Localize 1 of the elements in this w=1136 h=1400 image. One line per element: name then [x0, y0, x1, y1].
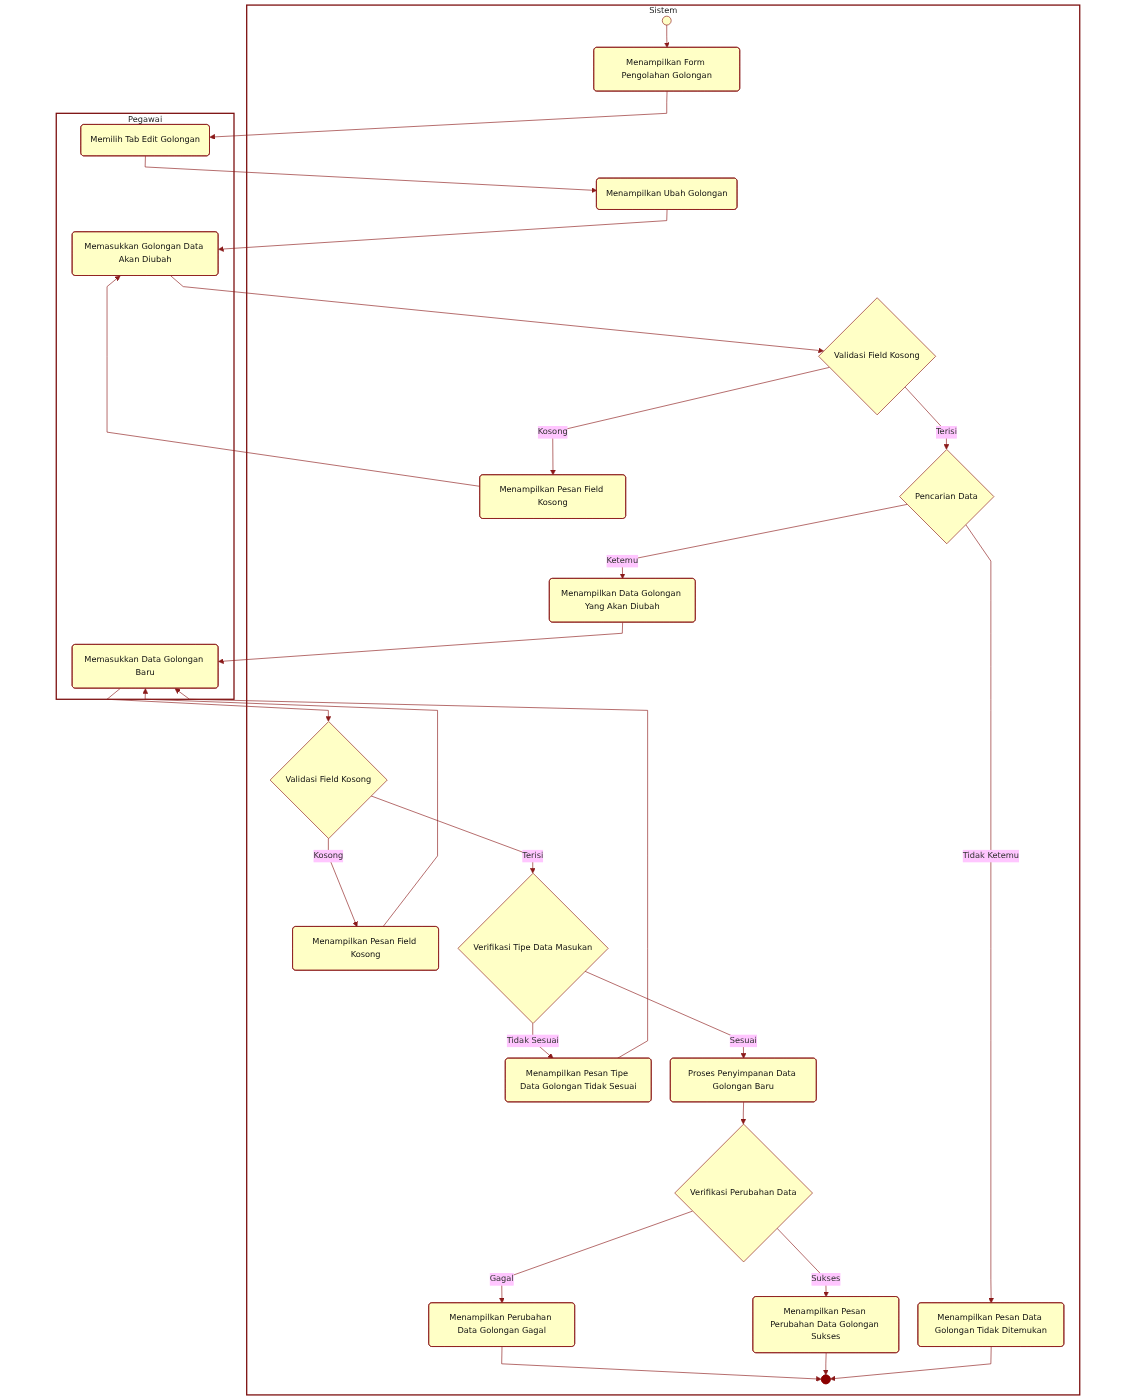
node-circle — [661, 15, 672, 26]
